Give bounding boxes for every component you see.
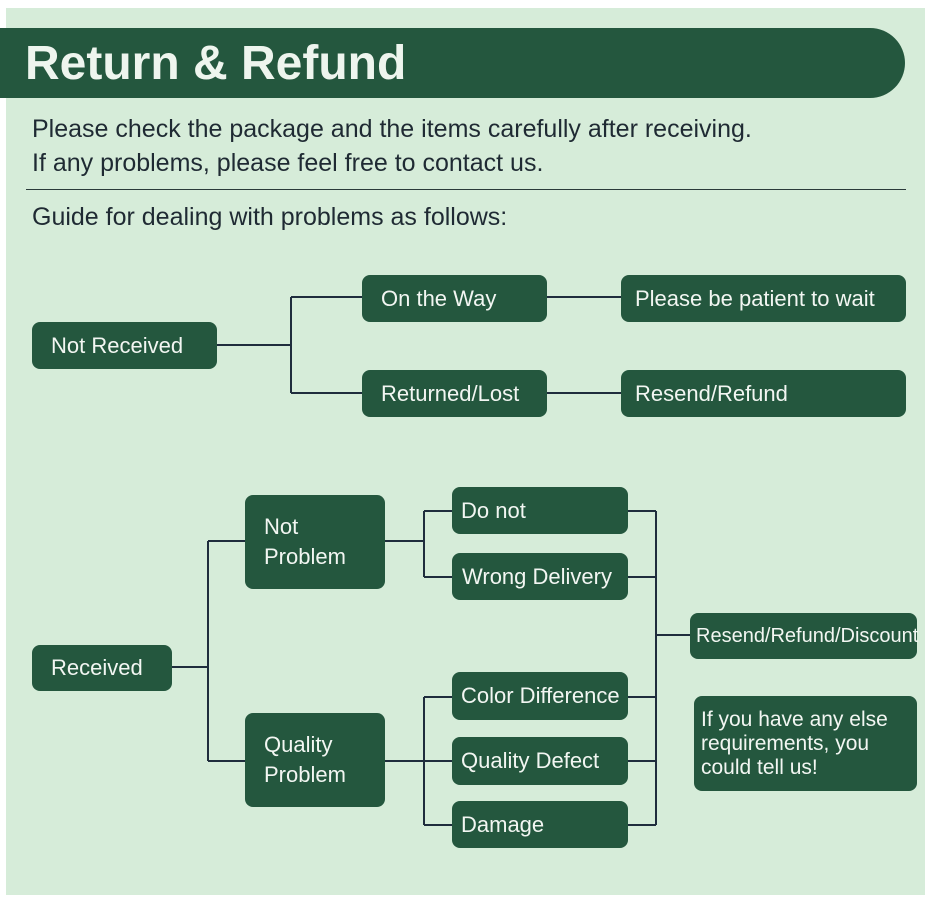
- box-quality-problem-line-2: Problem: [264, 762, 346, 787]
- box-not-problem-line-1: Not: [264, 514, 299, 539]
- box-quality-problem-line-1: Quality: [264, 732, 333, 757]
- box-damage: Damage: [452, 801, 628, 848]
- box-returned-lost: Returned/Lost: [362, 370, 547, 417]
- box-not-received: Not Received: [32, 322, 217, 369]
- connector-not-received: [217, 296, 362, 394]
- guide-text: Guide for dealing with problems as follo…: [32, 203, 508, 231]
- box-resend-refund-discount: Resend/Refund/Discount: [690, 613, 918, 659]
- intro-line-1: Please check the package and the items c…: [32, 115, 752, 143]
- connector-quality-problem: [385, 696, 452, 826]
- box-quality-defect: Quality Defect: [452, 737, 628, 785]
- connector-outcomes: [628, 510, 690, 826]
- box-else-requirements-text: If you have any else requirements, you c…: [701, 707, 888, 779]
- box-please-wait: Please be patient to wait: [621, 275, 906, 322]
- box-do-not: Do not: [452, 487, 628, 534]
- box-color-difference: Color Difference: [452, 672, 628, 720]
- connector-not-problem: [385, 510, 452, 578]
- box-quality-problem: Quality Problem: [245, 713, 385, 807]
- intro-line-2: If any problems, please feel free to con…: [32, 149, 544, 177]
- page-title: Return & Refund: [25, 37, 407, 90]
- box-on-the-way: On the Way: [362, 275, 547, 322]
- box-not-problem-line-2: Problem: [264, 544, 346, 569]
- connector-received: [172, 540, 245, 762]
- box-resend-refund: Resend/Refund: [621, 370, 906, 417]
- box-not-problem: Not Problem: [245, 495, 385, 589]
- divider: [26, 189, 906, 190]
- box-wrong-delivery: Wrong Delivery: [452, 553, 628, 600]
- box-else-requirements: If you have any else requirements, you c…: [694, 696, 917, 791]
- box-received: Received: [32, 645, 172, 691]
- title-banner: [0, 28, 905, 98]
